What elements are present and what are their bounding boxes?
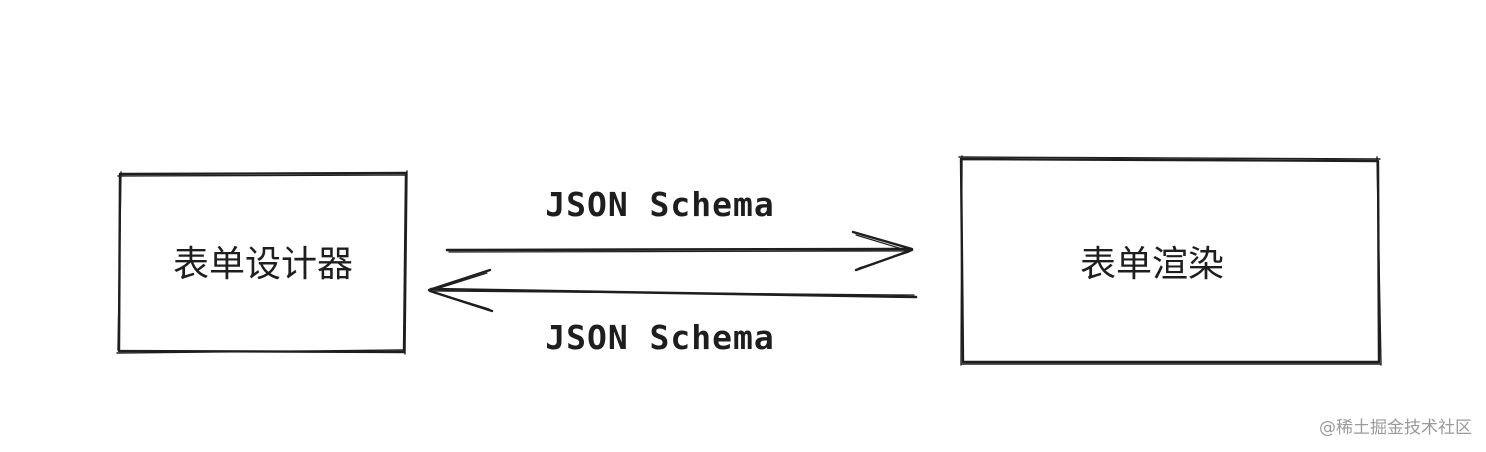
edge-forward-label: JSON Schema (545, 185, 775, 224)
node-designer-label: 表单设计器 (173, 244, 353, 285)
edge-backward-arrowhead-icon (427, 268, 494, 313)
edge-backward-label: JSON Schema (545, 318, 775, 357)
edge-forward-line (445, 247, 912, 253)
edge-backward: JSON Schema (427, 268, 918, 357)
edge-backward-line (429, 287, 918, 299)
node-renderer-border (958, 155, 1382, 366)
watermark-text: @稀土掘金技术社区 (1319, 418, 1472, 438)
edge-forward: JSON Schema (445, 185, 914, 272)
node-designer-border (116, 170, 408, 355)
node-designer: 表单设计器 (116, 170, 408, 355)
node-renderer: 表单渲染 (958, 155, 1382, 366)
edge-forward-arrowhead-icon (851, 230, 914, 272)
node-renderer-label: 表单渲染 (1080, 244, 1224, 285)
